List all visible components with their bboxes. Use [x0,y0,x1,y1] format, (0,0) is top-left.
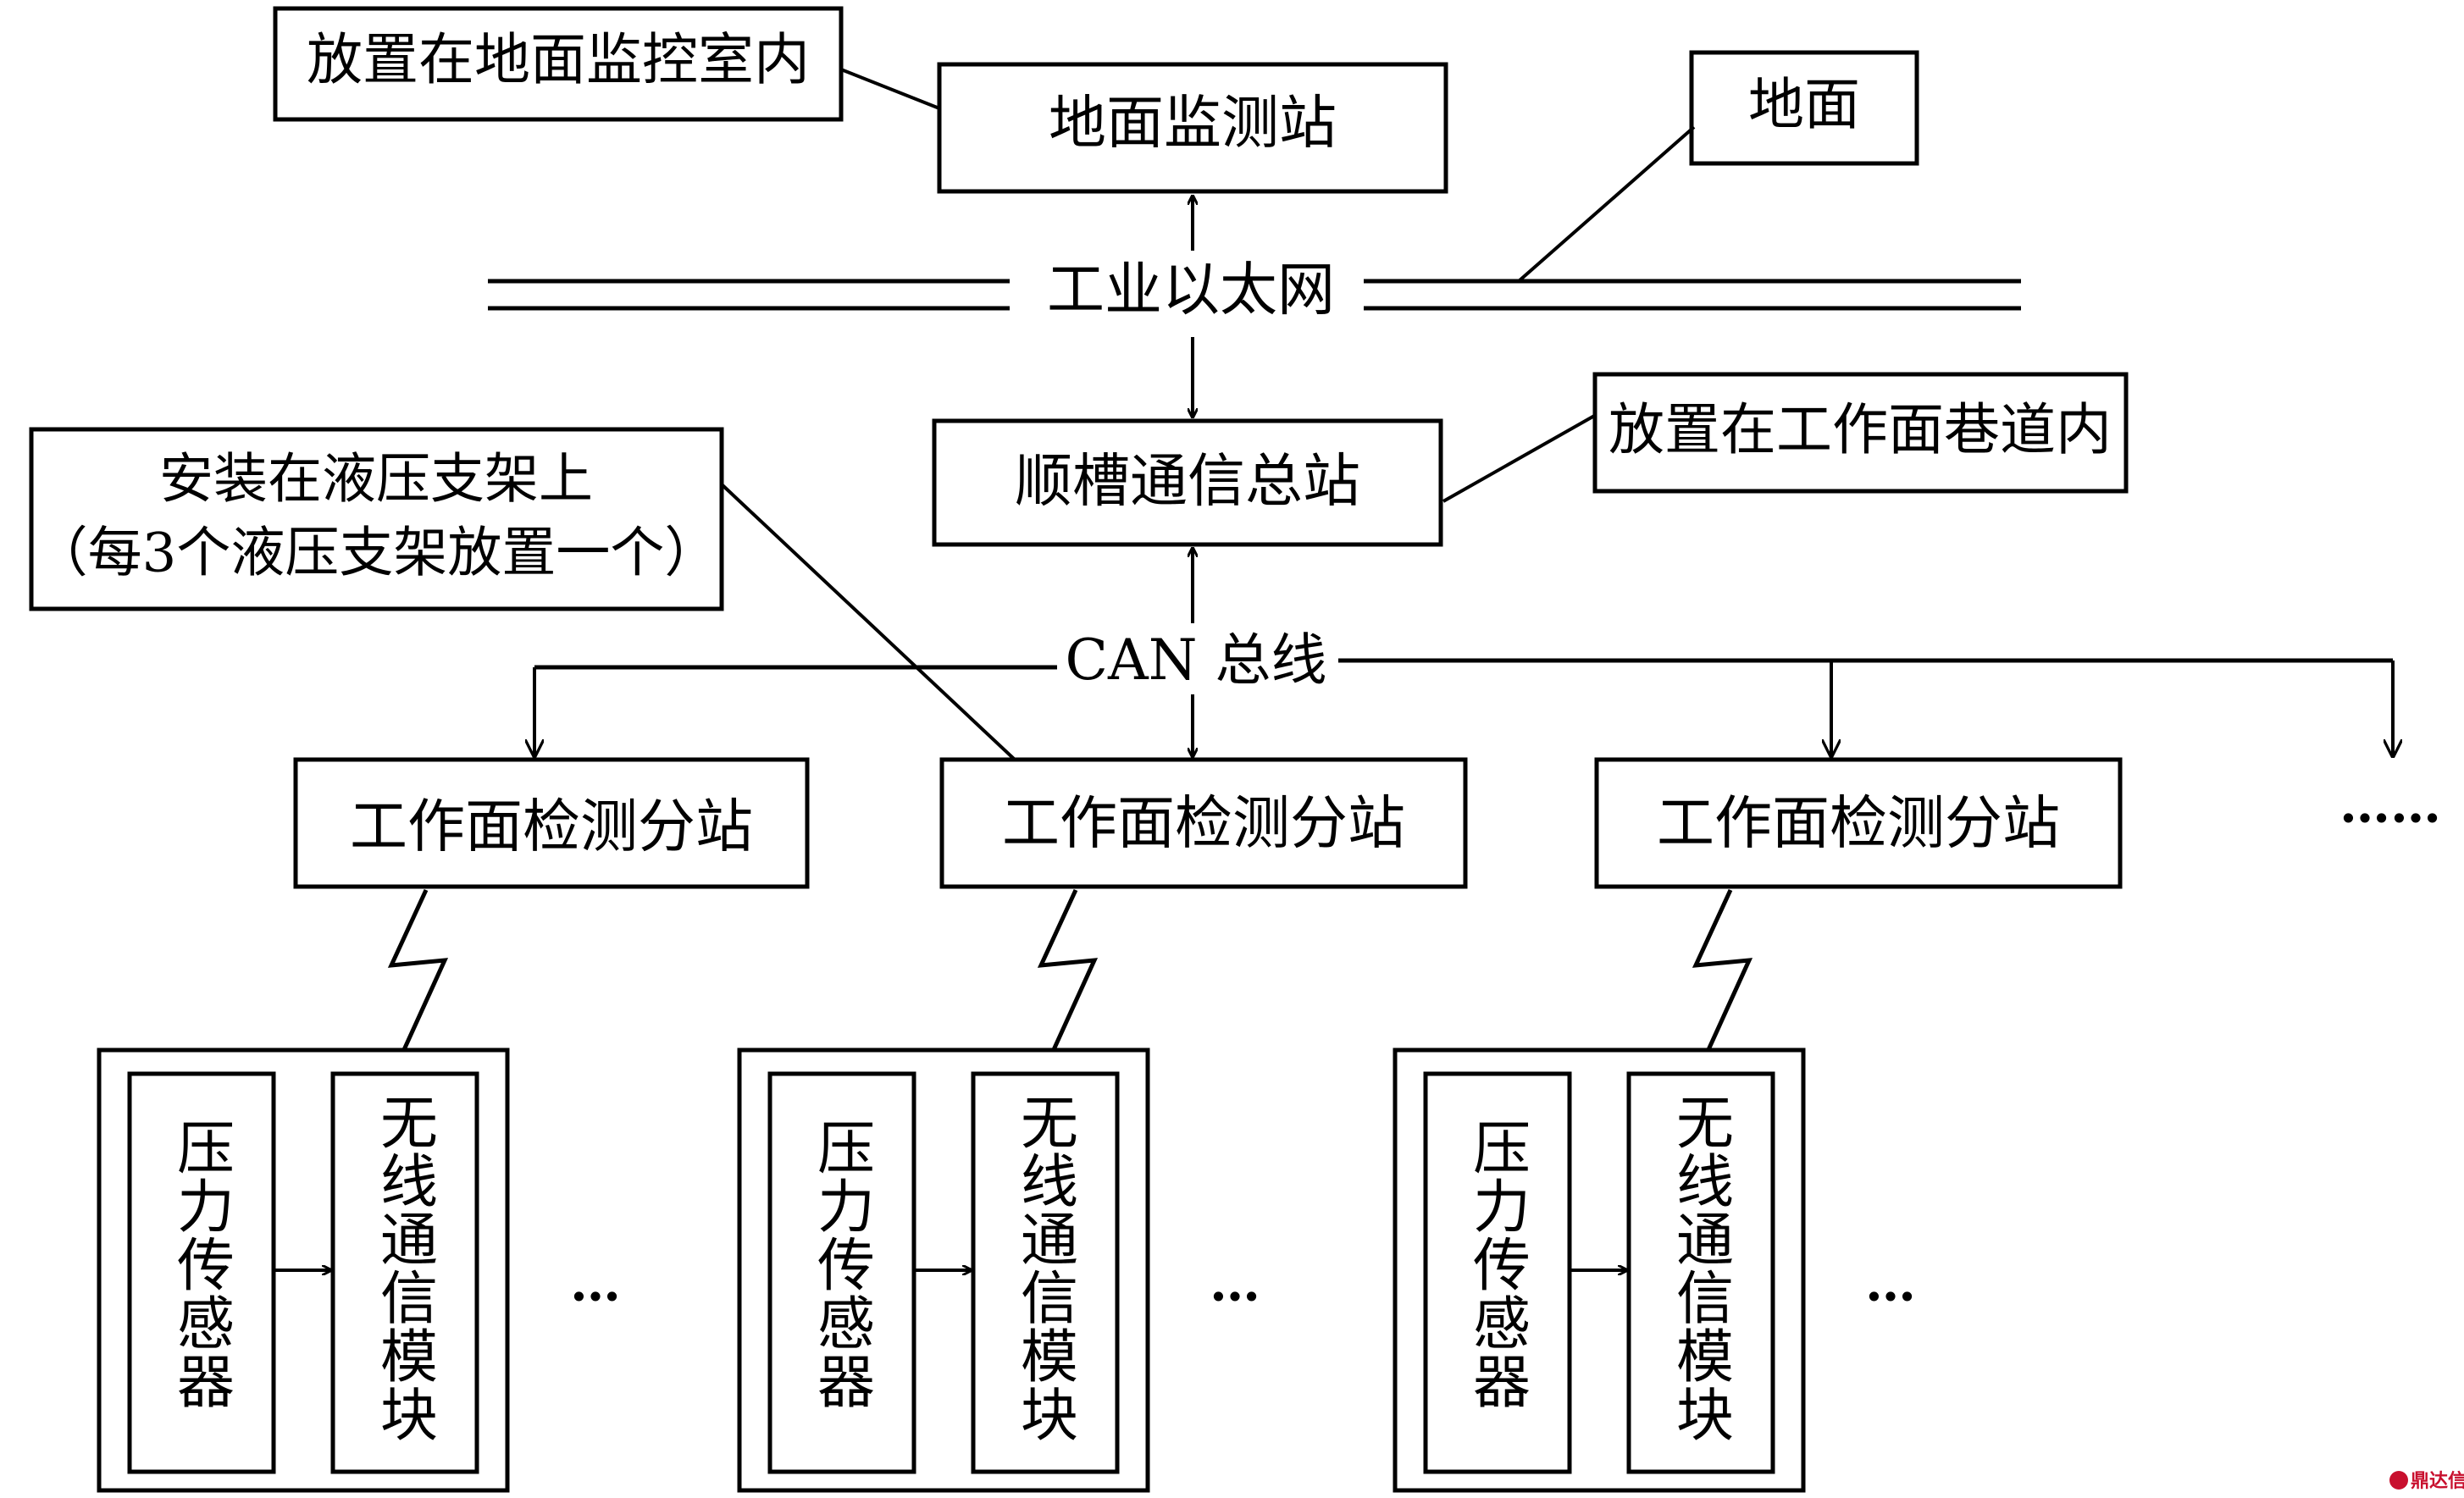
sensor-group-1: 压力传感器 无线通信模块 [97,1047,510,1493]
wireless-link-3 [1692,888,1753,1064]
pressure-sensor-label-3: 压力传感器 [1463,1118,1530,1410]
leader-support [720,483,1016,761]
leader-ground [1517,125,1696,283]
wireless-module-label-3: 无线通信模块 [1666,1092,1733,1443]
annotation-support-line1: 安装在液压支架上 [159,449,593,511]
more-substations-ellipsis: …… [2339,776,2441,835]
wireless-module-box-1 [330,1071,479,1474]
comm-master-label: 顺槽通信总站 [1015,449,1360,516]
annotation-support-box [29,427,724,611]
sensor-group-3: 压力传感器 无线通信模块 [1393,1047,1806,1493]
pressure-sensor-box-3 [1423,1071,1572,1474]
can-bus-label: CAN 总线 [1066,627,1327,693]
sensor-group-2: 压力传感器 无线通信模块 [737,1047,1150,1493]
wireless-link-2 [1037,888,1099,1064]
wireless-module-box-2 [971,1071,1120,1474]
annotation-roadway-label: 放置在工作面巷道内 [1609,397,2112,462]
leader-monitor-room [840,68,940,110]
more-sensors-ellipsis-1: … [570,1254,621,1313]
pressure-sensor-box-2 [767,1071,916,1474]
annotation-roadway-box [1592,372,2129,494]
substation-label-2: 工作面检测分站 [1002,791,1405,858]
wireless-link-1 [387,888,449,1064]
substation-label-3: 工作面检测分站 [1657,791,2060,858]
more-sensors-ellipsis-2: … [1210,1254,1260,1313]
leader-roadway [1442,413,1597,503]
wireless-module-label-2: 无线通信模块 [1011,1092,1077,1443]
pressure-sensor-box-1 [127,1071,276,1474]
annotation-ground-label: 地面 [1748,72,1860,137]
substation-label-1: 工作面检测分站 [350,794,753,861]
more-sensors-ellipsis-3: … [1865,1254,1916,1313]
annotation-ground-box [1689,50,1919,166]
watermark-icon [2389,1471,2408,1490]
substation-box-2 [939,757,1468,889]
wireless-module-box-3 [1626,1071,1775,1474]
pressure-sensor-label-1: 压力传感器 [167,1118,234,1410]
comm-master-box [932,418,1443,547]
wireless-module-label-1: 无线通信模块 [370,1092,437,1443]
surface-station-box [937,62,1448,194]
ethernet-label: 工业以太网 [1047,257,1335,324]
pressure-sensor-label-2: 压力传感器 [807,1118,874,1410]
annotation-monitor-room-box [273,6,844,122]
watermark-logo: 鼎达信 [2389,1470,2464,1492]
annotation-monitor-room-label: 放置在地面监控室内 [307,27,810,92]
annotation-support-line2: （每3个液压支架放置一个） [34,522,719,585]
watermark-text: 鼎达信 [2411,1470,2464,1492]
substation-box-1 [293,757,810,889]
surface-station-label: 地面监测站 [1049,91,1337,158]
substation-box-3 [1594,757,2123,889]
